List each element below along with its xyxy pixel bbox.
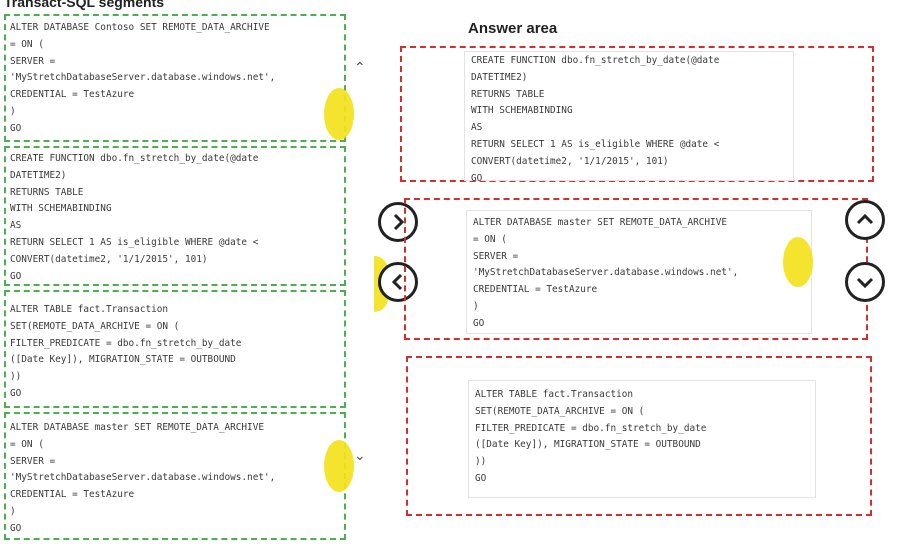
code-line: CREATE FUNCTION dbo.fn_stretch_by_date(@…: [10, 153, 259, 164]
code-line: FILTER_PREDICATE = dbo.fn_stretch_by_dat…: [10, 337, 242, 349]
chevron-right-icon: [393, 213, 405, 231]
cursor-highlight: [324, 440, 354, 492]
segment-item[interactable]: ALTER DATABASE Contoso SET REMOTE_DATA_A…: [4, 14, 354, 142]
move-left-button[interactable]: [378, 262, 418, 302]
code-line: 'MyStretchDatabaseServer.database.window…: [473, 267, 739, 279]
code-line: GO: [473, 317, 485, 329]
cursor-highlight: [324, 88, 354, 140]
code-line: WITH SCHEMABINDING: [10, 203, 112, 215]
code-line: = ON (: [473, 233, 507, 245]
code-line: RETURNS TABLE: [10, 186, 84, 198]
answer-code: CREATE FUNCTION dbo.fn_stretch_by_date(@…: [471, 53, 719, 187]
code-line: CONVERT(datetime2, '1/1/2015', 101): [10, 253, 208, 265]
chevron-up-icon: [856, 213, 874, 225]
code-line: SERVER =: [10, 455, 56, 467]
code-line: GO: [10, 387, 22, 399]
code-line: GO: [10, 522, 22, 534]
code-line: ALTER TABLE fact.Transaction: [475, 389, 634, 400]
answer-area-title: Answer area: [468, 20, 558, 37]
code-line: DATETIME2): [10, 169, 67, 181]
code-line: SET(REMOTE_DATA_ARCHIVE = ON (: [10, 320, 180, 332]
code-line: CREDENTIAL = TestAzure: [473, 284, 598, 296]
code-line: ALTER DATABASE master SET REMOTE_DATA_AR…: [10, 422, 264, 433]
code-line: )): [475, 456, 487, 468]
segments-title: Transact-SQL segments: [4, 0, 165, 10]
chevron-left-icon: [391, 273, 403, 291]
code-line: ): [473, 300, 479, 312]
code-line: ALTER TABLE fact.Transaction: [10, 304, 169, 315]
answer-item[interactable]: CREATE FUNCTION dbo.fn_stretch_by_date(@…: [464, 51, 794, 184]
code-line: ): [10, 105, 16, 117]
answer-code: ALTER DATABASE master SET REMOTE_DATA_AR…: [473, 215, 738, 333]
code-line: = ON (: [10, 438, 44, 450]
code-line: GO: [471, 172, 483, 184]
code-line: SET(REMOTE_DATA_ARCHIVE = ON (: [475, 405, 645, 417]
code-line: GO: [10, 270, 22, 282]
code-line: CREDENTIAL = TestAzure: [10, 89, 135, 101]
code-line: DATETIME2): [471, 71, 528, 83]
cursor-highlight: [783, 237, 813, 287]
segment-item[interactable]: ALTER DATABASE master SET REMOTE_DATA_AR…: [4, 412, 354, 540]
scroll-up-icon[interactable]: ⌃: [354, 60, 366, 76]
segment-code: ALTER DATABASE Contoso SET REMOTE_DATA_A…: [10, 20, 275, 138]
code-line: ALTER DATABASE Contoso SET REMOTE_DATA_A…: [10, 22, 270, 33]
code-line: = ON (: [10, 38, 44, 50]
segment-item[interactable]: CREATE FUNCTION dbo.fn_stretch_by_date(@…: [4, 146, 346, 286]
chevron-down-icon: [856, 277, 874, 289]
code-line: CREDENTIAL = TestAzure: [10, 489, 135, 501]
code-line: SERVER =: [10, 55, 56, 67]
code-line: WITH SCHEMABINDING: [471, 105, 573, 117]
code-line: RETURNS TABLE: [471, 88, 545, 100]
code-line: AS: [10, 220, 22, 232]
segment-code: ALTER DATABASE master SET REMOTE_DATA_AR…: [10, 420, 275, 538]
code-line: RETURN SELECT 1 AS is_eligible WHERE @da…: [471, 138, 720, 150]
code-line: SERVER =: [473, 250, 519, 262]
code-line: )): [10, 371, 22, 383]
code-line: ([Date Key]), MIGRATION_STATE = OUTBOUND: [475, 439, 701, 451]
segment-code: CREATE FUNCTION dbo.fn_stretch_by_date(@…: [10, 151, 258, 285]
code-line: 'MyStretchDatabaseServer.database.window…: [10, 472, 276, 484]
code-line: CONVERT(datetime2, '1/1/2015', 101): [471, 155, 669, 167]
code-line: FILTER_PREDICATE = dbo.fn_stretch_by_dat…: [475, 422, 707, 434]
code-line: ALTER DATABASE master SET REMOTE_DATA_AR…: [473, 217, 727, 228]
code-line: GO: [10, 122, 22, 134]
answer-slot[interactable]: CREATE FUNCTION dbo.fn_stretch_by_date(@…: [400, 46, 874, 184]
code-line: 'MyStretchDatabaseServer.database.window…: [10, 72, 276, 84]
code-line: ): [10, 505, 16, 517]
code-line: CREATE FUNCTION dbo.fn_stretch_by_date(@…: [471, 55, 720, 66]
code-line: ([Date Key]), MIGRATION_STATE = OUTBOUND: [10, 354, 236, 366]
code-line: RETURN SELECT 1 AS is_eligible WHERE @da…: [10, 236, 259, 248]
move-right-button[interactable]: [378, 202, 418, 242]
code-line: GO: [475, 472, 487, 484]
answer-item[interactable]: ALTER DATABASE master SET REMOTE_DATA_AR…: [466, 210, 813, 334]
move-down-button[interactable]: [845, 262, 885, 302]
answer-slot[interactable]: ALTER DATABASE master SET REMOTE_DATA_AR…: [404, 198, 868, 340]
code-line: AS: [471, 122, 483, 134]
move-up-button[interactable]: [845, 200, 885, 240]
scroll-down-icon[interactable]: ⌄: [354, 448, 366, 464]
